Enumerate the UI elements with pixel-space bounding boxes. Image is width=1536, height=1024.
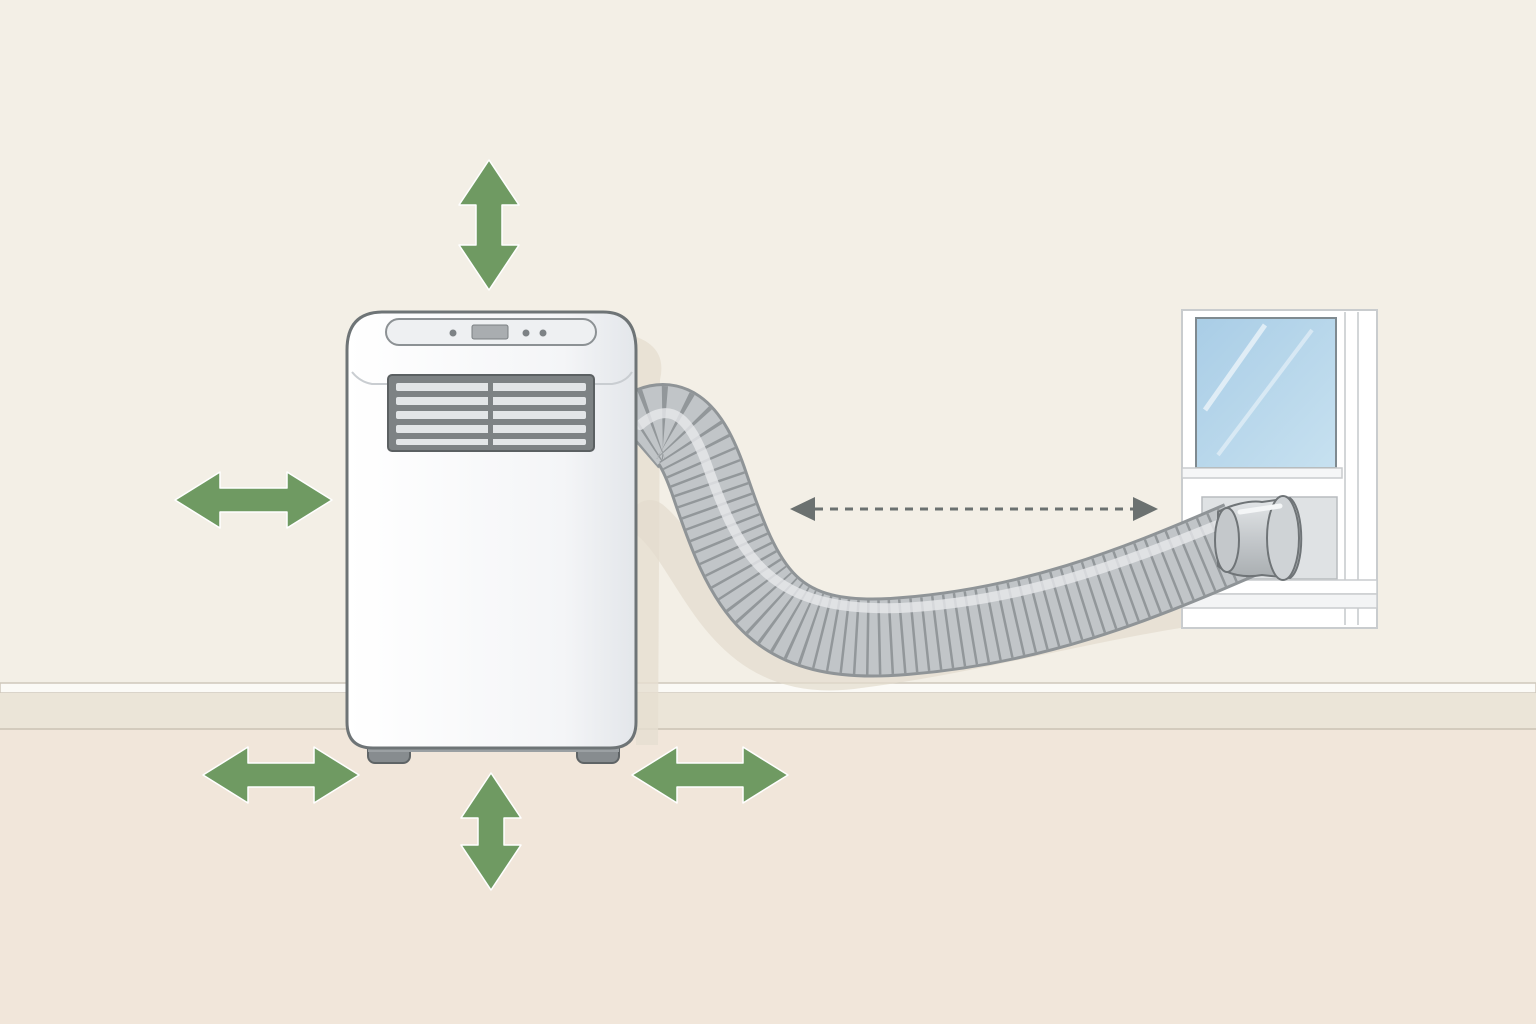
hose-distance-arrow [790,497,1158,521]
baseboard [0,682,1536,730]
clearance-arrow-bottom-right [631,746,789,804]
clearance-arrows [174,159,789,891]
air-vent-grille [387,374,595,452]
hose-window-adapter [1214,495,1303,581]
portable-ac-unit [345,310,638,764]
clearance-arrow-left [174,471,333,529]
control-button-left [449,329,457,337]
clearance-arrow-top [458,159,520,291]
display-screen [471,324,509,340]
exhaust-hose [605,383,1256,678]
glass-glare [1202,323,1268,412]
control-button-right [539,329,547,337]
clearance-arrow-bottom-left [202,746,360,804]
control-button-mid [522,329,530,337]
clearance-arrow-bottom [460,772,522,891]
